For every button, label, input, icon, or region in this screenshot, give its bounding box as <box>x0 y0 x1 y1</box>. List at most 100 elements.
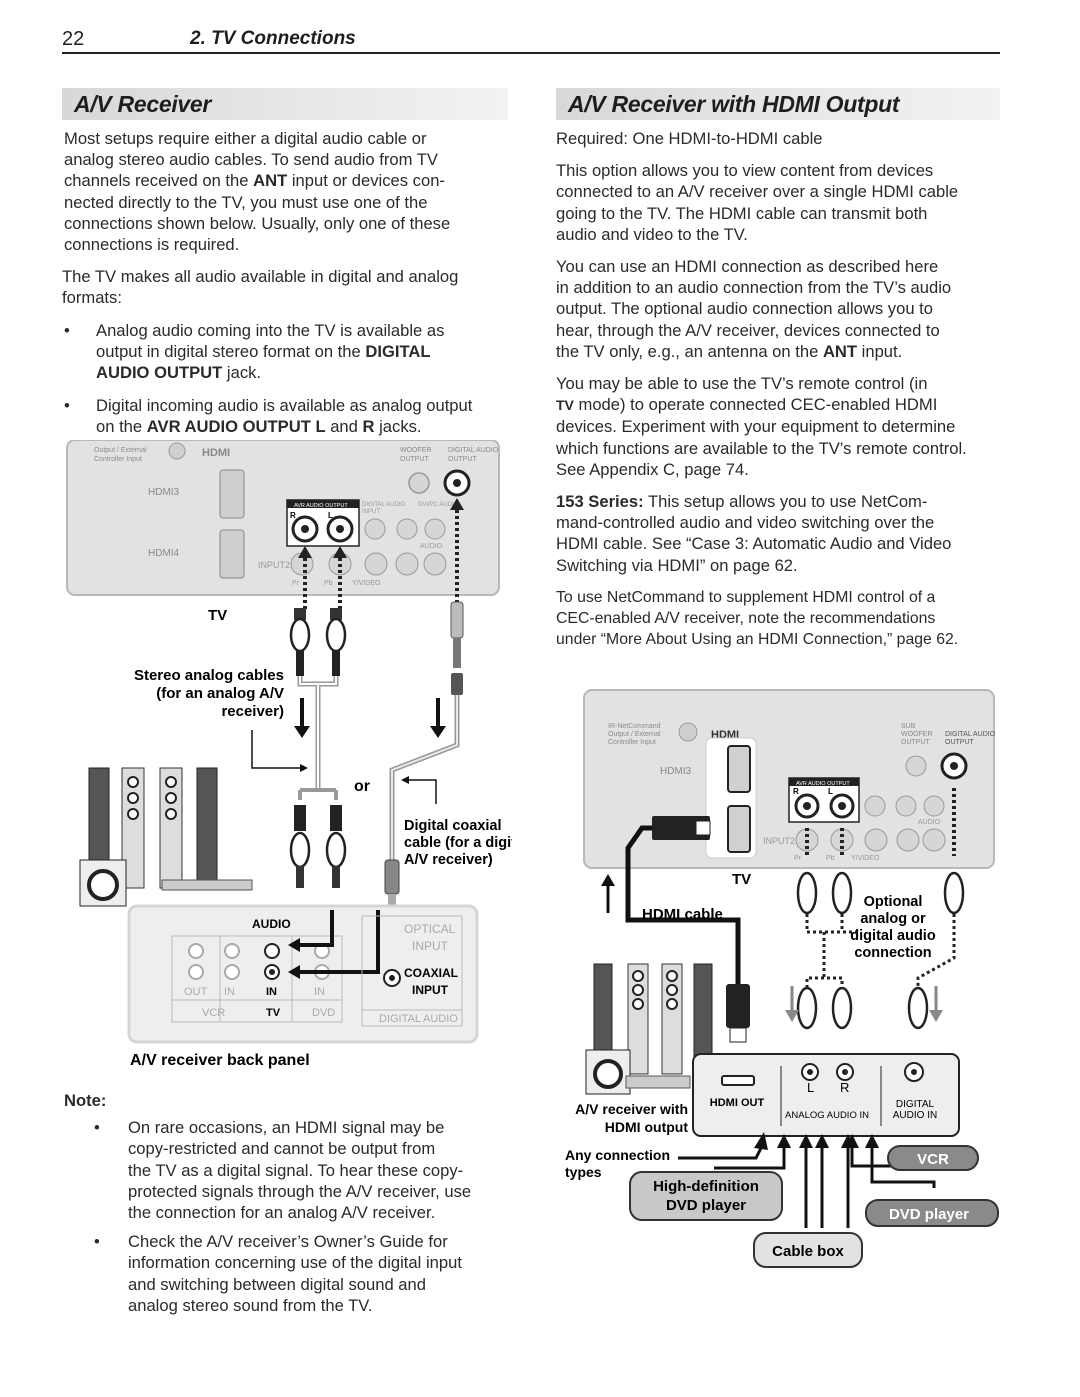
svg-text:IN: IN <box>266 986 277 998</box>
hdmi4-port <box>727 805 751 853</box>
note-block: Note: • On rare occasions, an HDMI signa… <box>64 1090 514 1324</box>
receiver-label: A/V receiver with <box>575 1101 688 1117</box>
svg-text:HDMI3: HDMI3 <box>660 766 692 777</box>
svg-text:AVR AUDIO OUTPUT: AVR AUDIO OUTPUT <box>796 781 850 787</box>
receiver-back-panel-caption: A/V receiver back panel <box>130 1052 310 1069</box>
left-para-1: Most setups require either a digital aud… <box>64 129 451 255</box>
svg-text:VCR: VCR <box>202 1007 225 1019</box>
optional-audio-plugs <box>796 871 965 1030</box>
section-title-av-receiver-hdmi: A/V Receiver with HDMI Output <box>556 88 1000 120</box>
stereo-cable-label: Stereo analog cables <box>134 667 284 684</box>
svg-text:R: R <box>793 787 799 796</box>
svg-text:INPUT2: INPUT2 <box>763 836 795 846</box>
speaker-set <box>79 767 253 907</box>
cable-box-badge <box>753 1232 863 1268</box>
hdmi4-port <box>219 529 245 579</box>
svg-text:HDMI4: HDMI4 <box>148 548 180 559</box>
tv-back-panel <box>66 440 500 596</box>
svg-text:receiver): receiver) <box>221 703 284 720</box>
svg-text:Pr: Pr <box>794 855 802 862</box>
section-title-av-receiver: A/V Receiver <box>62 88 508 120</box>
optional-label: Optional <box>864 894 923 910</box>
svg-text:(for an analog A/V: (for an analog A/V <box>156 685 284 702</box>
or-label: or <box>354 778 370 795</box>
any-connection-label: Any connection <box>565 1147 670 1163</box>
av-receiver-hdmi-diagram: IR-NetCommand Output / External Controll… <box>565 689 999 1268</box>
svg-text:AVR AUDIO OUTPUT: AVR AUDIO OUTPUT <box>294 503 348 509</box>
rca-plug-pair-bottom <box>289 805 347 888</box>
coax-cable-label: Digital coaxial <box>404 818 502 834</box>
svg-text:WOOFER: WOOFER <box>901 731 933 738</box>
svg-text:ANALOG AUDIO IN: ANALOG AUDIO IN <box>785 1110 869 1121</box>
svg-text:OUT: OUT <box>184 986 208 998</box>
svg-text:Cable box: Cable box <box>772 1243 844 1260</box>
svg-text:DIGITAL: DIGITAL <box>896 1099 935 1110</box>
right-para-2: You can use an HDMI connection as descri… <box>556 257 952 361</box>
svg-text:AUDIO: AUDIO <box>252 917 291 931</box>
right-para-3: You may be able to use the TV’s remote c… <box>556 374 967 479</box>
svg-text:DIGITAL AUDIO: DIGITAL AUDIO <box>362 502 405 508</box>
svg-text:SUB: SUB <box>901 723 916 730</box>
svg-text:Y/VIDEO: Y/VIDEO <box>851 855 880 862</box>
right-para-1: This option allows you to view content f… <box>556 161 959 244</box>
bullet-item: • Analog audio coming into the TV is ava… <box>64 320 445 383</box>
av-receiver-diagram: Output / External Controller Input HDMI … <box>66 440 512 1069</box>
svg-text:Pr: Pr <box>292 580 300 587</box>
svg-text:digital audio: digital audio <box>850 928 936 944</box>
svg-text:R: R <box>840 1080 849 1095</box>
svg-text:AUDIO: AUDIO <box>918 819 941 826</box>
svg-text:L: L <box>828 787 833 796</box>
right-para-5: To use NetCommand to supplement HDMI con… <box>556 588 959 648</box>
svg-text:DVI/PC AUDIO: DVI/PC AUDIO <box>418 502 459 508</box>
svg-text:DIGITAL AUDIO: DIGITAL AUDIO <box>448 447 499 454</box>
svg-text:Pb: Pb <box>826 855 835 862</box>
svg-text:Controller Input: Controller Input <box>608 739 656 746</box>
tv-label: TV <box>732 871 751 888</box>
svg-text:connection: connection <box>854 945 931 961</box>
speaker-set <box>585 963 713 1095</box>
page-number: 22 <box>62 28 85 50</box>
hdmi-plug-bottom <box>726 984 750 1028</box>
hdmi3-port <box>727 745 751 793</box>
chapter-title: 2. TV Connections <box>190 28 356 49</box>
svg-text:INPUT2: INPUT2 <box>258 560 290 570</box>
svg-text:HDMI output: HDMI output <box>605 1119 689 1135</box>
svg-text:VCR: VCR <box>917 1151 949 1168</box>
svg-text:AUDIO: AUDIO <box>420 543 443 550</box>
svg-text:HDMI3: HDMI3 <box>148 487 180 498</box>
page-header: 22 2. TV Connections <box>62 24 1000 54</box>
left-body: Most setups require either a digital aud… <box>62 128 514 446</box>
left-para-2: The TV makes all audio available in digi… <box>62 267 459 308</box>
hdmi-cable-label: HDMI cable <box>642 906 723 923</box>
svg-text:HDMI OUT: HDMI OUT <box>710 1097 765 1109</box>
svg-text:TV: TV <box>266 1007 281 1019</box>
svg-text:DVD player: DVD player <box>889 1206 969 1223</box>
right-body: Required: One HDMI-to-HDMI cable This op… <box>556 128 1000 661</box>
svg-text:OUTPUT: OUTPUT <box>901 739 931 746</box>
svg-text:DVD: DVD <box>312 1007 335 1019</box>
svg-text:A/V receiver): A/V receiver) <box>404 852 493 868</box>
svg-text:COAXIAL: COAXIAL <box>404 966 458 980</box>
svg-text:IN: IN <box>224 986 235 998</box>
vcr-badge <box>887 1145 979 1171</box>
tv-label: TV <box>208 607 227 624</box>
svg-text:Y/VIDEO: Y/VIDEO <box>352 580 381 587</box>
svg-text:DIGITAL AUDIO: DIGITAL AUDIO <box>379 1013 458 1025</box>
svg-text:AUDIO IN: AUDIO IN <box>893 1110 937 1121</box>
svg-text:L: L <box>328 511 333 520</box>
svg-text:WOOFER: WOOFER <box>400 447 432 454</box>
note-title: Note: <box>64 1091 107 1110</box>
hdmi3-port <box>219 469 245 519</box>
required-line: Required: One HDMI-to-HDMI cable <box>556 129 823 148</box>
svg-text:analog or: analog or <box>860 911 926 927</box>
svg-text:INPUT: INPUT <box>412 983 449 997</box>
svg-text:INPUT: INPUT <box>412 939 449 953</box>
svg-text:High-definition: High-definition <box>653 1178 759 1195</box>
svg-text:Output / External: Output / External <box>608 731 661 738</box>
receiver-panel <box>692 1053 960 1137</box>
hdmi-logo: HDMI <box>202 447 230 459</box>
rca-plug-pair-top <box>289 608 347 676</box>
svg-text:types: types <box>565 1164 602 1180</box>
svg-text:OUTPUT: OUTPUT <box>448 456 478 463</box>
note-item: • Check the A/V receiver’s Owner’s Guide… <box>94 1232 462 1315</box>
